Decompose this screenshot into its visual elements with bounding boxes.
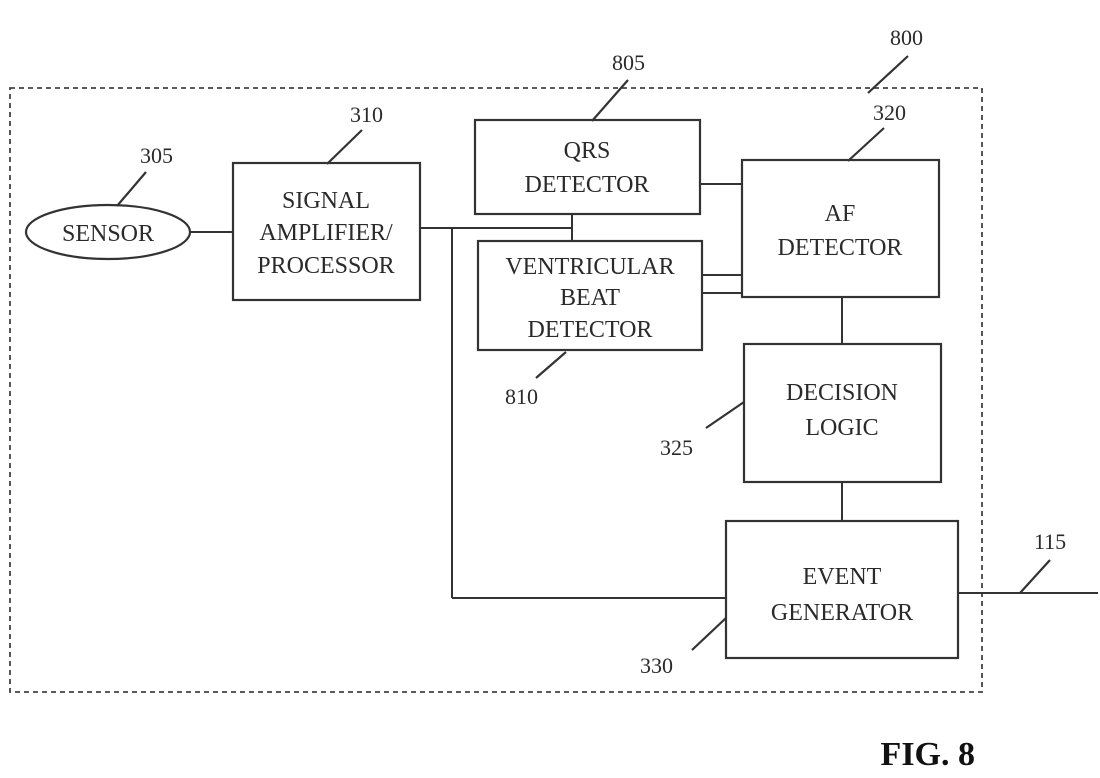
af-label-line-2: DETECTOR bbox=[778, 235, 903, 261]
signal-amplifier-processor-block: SIGNAL AMPLIFIER/ PROCESSOR bbox=[231, 161, 422, 302]
amplifier-label-line-3: PROCESSOR bbox=[257, 253, 394, 279]
ref-810: 810 bbox=[505, 384, 538, 409]
ventricular-beat-detector-block: VENTRICULAR BEAT DETECTOR bbox=[476, 239, 704, 352]
ref-320: 320 bbox=[873, 100, 906, 125]
amplifier-label-line-2: AMPLIFIER/ bbox=[259, 220, 393, 246]
qrs-detector-block: QRS DETECTOR bbox=[473, 118, 702, 216]
decision-label-line-1: DECISION bbox=[786, 380, 898, 406]
ventricular-label-line-1: VENTRICULAR bbox=[505, 254, 674, 280]
af-label-line-1: AF bbox=[825, 201, 856, 227]
ref-310: 310 bbox=[350, 102, 383, 127]
event-label-line-2: GENERATOR bbox=[771, 600, 913, 626]
ref-115: 115 bbox=[1034, 529, 1066, 554]
ventricular-label-line-3: DETECTOR bbox=[528, 317, 653, 343]
leader-810 bbox=[535, 351, 567, 379]
reference-leaders bbox=[116, 55, 1051, 651]
sensor-label: SENSOR bbox=[62, 221, 154, 247]
event-generator-block: EVENT GENERATOR bbox=[724, 519, 960, 660]
leader-330 bbox=[691, 617, 727, 651]
leader-320 bbox=[847, 127, 885, 162]
figure-label: FIG. 8 bbox=[881, 736, 975, 773]
af-detector-block: AF DETECTOR bbox=[740, 158, 941, 299]
ref-800: 800 bbox=[890, 25, 923, 50]
ref-330: 330 bbox=[640, 653, 673, 678]
decision-logic-block: DECISION LOGIC bbox=[742, 342, 943, 484]
leader-805 bbox=[591, 79, 629, 122]
decision-label-line-2: LOGIC bbox=[805, 415, 878, 441]
sensor-block: SENSOR bbox=[24, 203, 192, 261]
leader-305 bbox=[116, 171, 147, 207]
ref-305: 305 bbox=[140, 143, 173, 168]
amplifier-label-line-1: SIGNAL bbox=[282, 188, 370, 214]
reference-numerals: 800 805 320 310 305 810 325 330 115 bbox=[140, 25, 1066, 678]
qrs-label-line-2: DETECTOR bbox=[525, 172, 650, 198]
leader-800 bbox=[867, 55, 909, 94]
event-label-line-1: EVENT bbox=[803, 564, 882, 590]
leader-325 bbox=[705, 401, 745, 429]
ref-325: 325 bbox=[660, 435, 693, 460]
ref-805: 805 bbox=[612, 50, 645, 75]
connections bbox=[190, 183, 1098, 599]
leader-115 bbox=[1019, 559, 1051, 594]
system-boundary bbox=[9, 87, 983, 693]
qrs-label-line-1: QRS bbox=[564, 138, 611, 164]
ventricular-label-line-2: BEAT bbox=[560, 285, 620, 311]
leader-310 bbox=[326, 129, 363, 165]
